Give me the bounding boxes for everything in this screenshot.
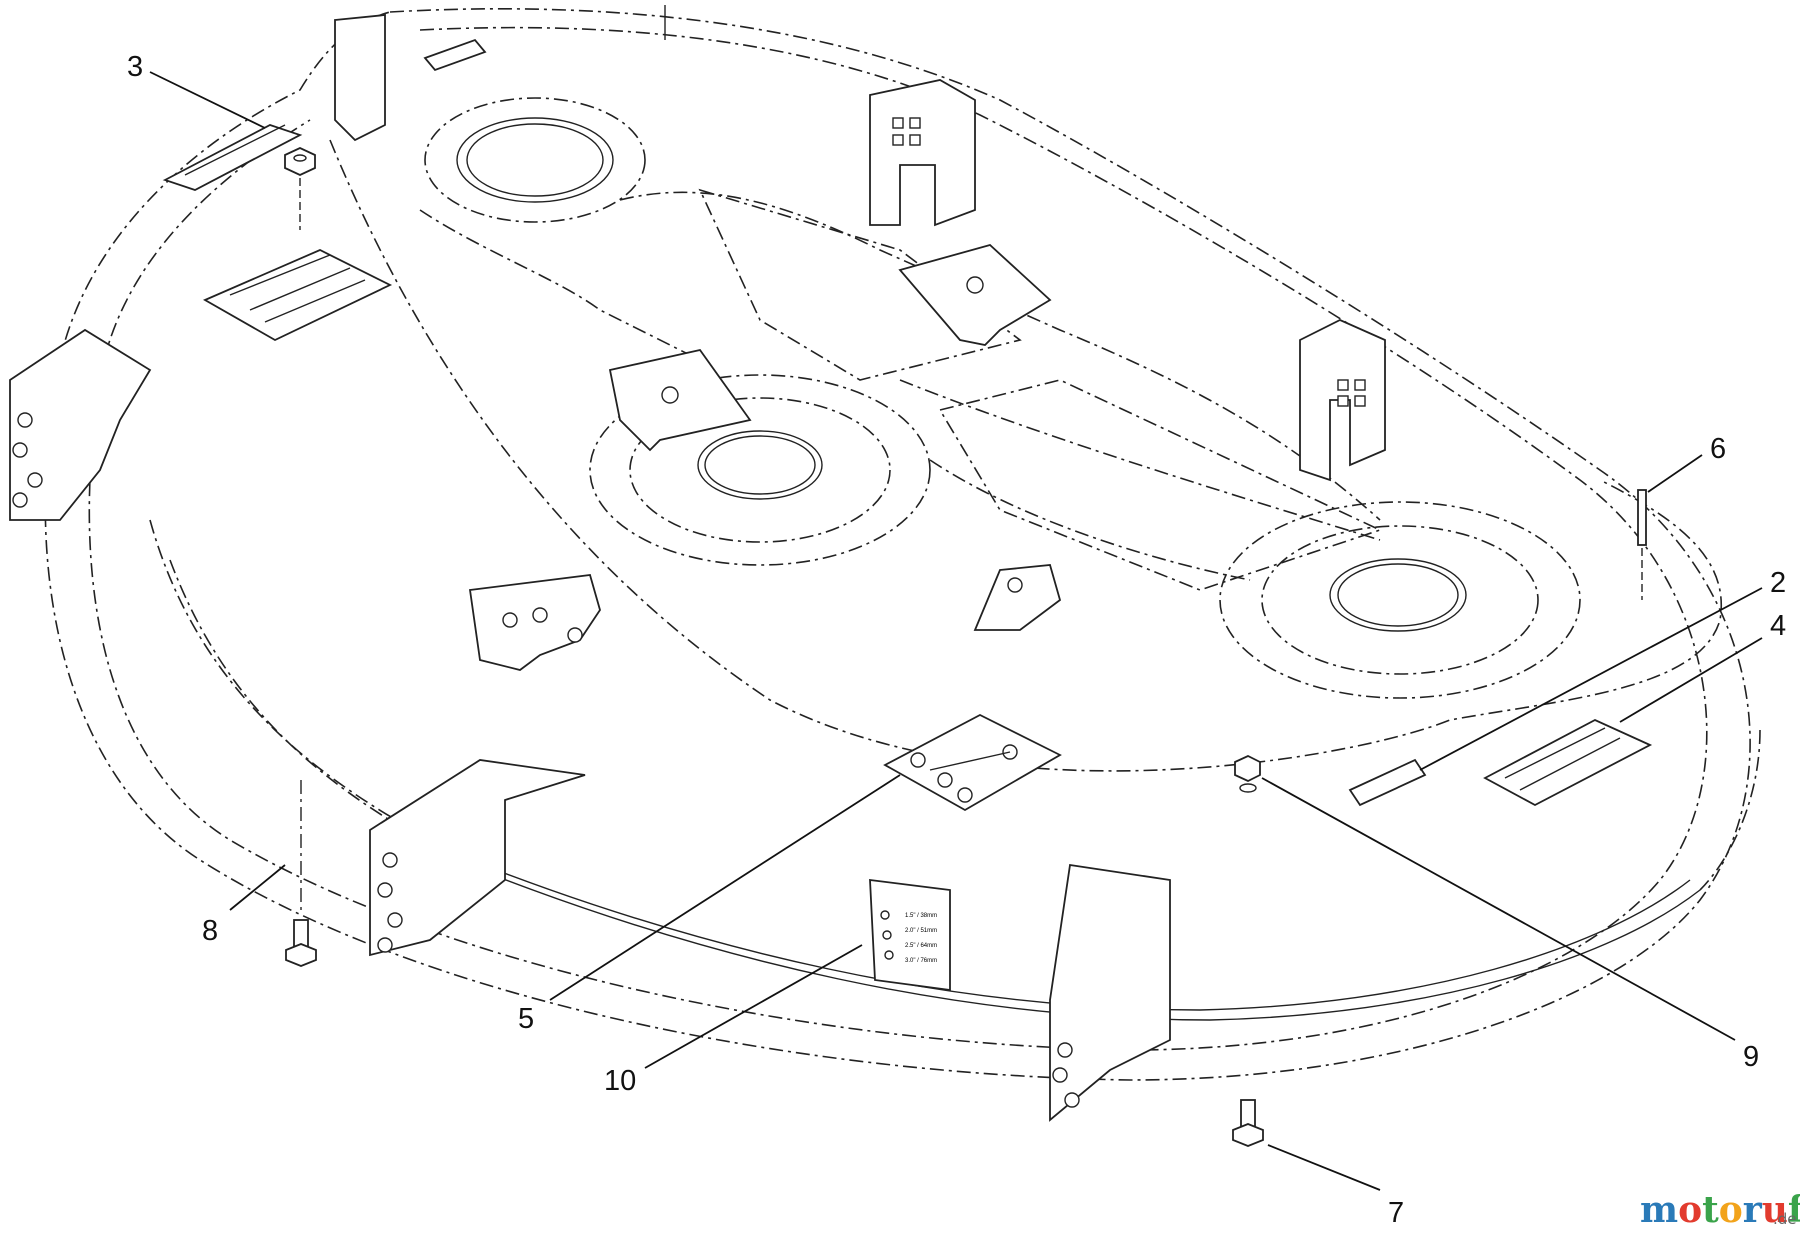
decal-item-2 bbox=[1348, 758, 1427, 807]
leader-2 bbox=[1419, 587, 1763, 771]
decal-small-top bbox=[423, 38, 487, 72]
leader-5 bbox=[549, 774, 901, 1001]
callout-8: 8 bbox=[202, 915, 218, 947]
side-plate-left bbox=[9, 328, 152, 521]
side-plate-front-left bbox=[369, 759, 586, 957]
decal-item-5 bbox=[883, 713, 1062, 812]
callout-3: 3 bbox=[127, 51, 143, 83]
watermark-logo: motoruf .de bbox=[1640, 1189, 1800, 1231]
leader-10 bbox=[644, 944, 863, 1069]
bolt-item-7 bbox=[1232, 1099, 1264, 1147]
leader-6 bbox=[1647, 454, 1703, 493]
bolt-item-8 bbox=[285, 780, 317, 967]
nut-item-9 bbox=[1234, 755, 1261, 793]
front-mount-bracket-right bbox=[1299, 319, 1386, 482]
decal-warning-top-left bbox=[202, 249, 393, 342]
decal-item-3 bbox=[162, 124, 303, 191]
callout-5: 5 bbox=[518, 1003, 534, 1035]
callout-labels: 3 6 2 4 5 10 9 7 8 bbox=[127, 51, 1786, 1229]
deck-top-plate bbox=[329, 97, 1723, 772]
decal-10-line-3: 2.5" / 64mm bbox=[905, 943, 937, 949]
baffle-bracket bbox=[468, 574, 601, 671]
callout-6: 6 bbox=[1710, 433, 1726, 465]
leader-lines bbox=[149, 71, 1763, 1191]
decal-item-4 bbox=[1483, 718, 1653, 807]
decal-10-line-1: 1.5" / 38mm bbox=[905, 913, 937, 919]
rear-bracket-left bbox=[334, 14, 386, 142]
side-plate-front-right bbox=[1049, 863, 1171, 1122]
idler-mount-tab bbox=[898, 243, 1052, 346]
callout-2: 2 bbox=[1770, 567, 1786, 599]
leader-4 bbox=[1619, 637, 1763, 723]
watermark-brand: motoruf bbox=[1640, 1189, 1800, 1231]
decal-10-line-2: 2.0" / 51mm bbox=[905, 928, 937, 934]
callout-9: 9 bbox=[1743, 1041, 1759, 1073]
leader-3 bbox=[149, 71, 266, 129]
leader-9 bbox=[1261, 777, 1736, 1041]
nut-top-left bbox=[284, 147, 316, 230]
decal-10-line-4: 3.0" / 76mm bbox=[905, 958, 937, 964]
decal-item-10: 1.5" / 38mm 2.0" / 51mm 2.5" / 64mm 3.0"… bbox=[869, 878, 951, 992]
callout-10: 10 bbox=[604, 1065, 636, 1097]
rear-mount-tab bbox=[973, 564, 1062, 631]
pin-item-6 bbox=[1637, 489, 1647, 600]
callout-7: 7 bbox=[1388, 1197, 1404, 1229]
watermark-suffix: .de bbox=[1773, 1210, 1797, 1228]
center-mount-tab bbox=[608, 348, 752, 452]
front-mount-bracket-left bbox=[869, 79, 976, 227]
leader-8 bbox=[229, 864, 286, 911]
callout-4: 4 bbox=[1770, 610, 1786, 642]
leader-7 bbox=[1267, 1144, 1381, 1191]
